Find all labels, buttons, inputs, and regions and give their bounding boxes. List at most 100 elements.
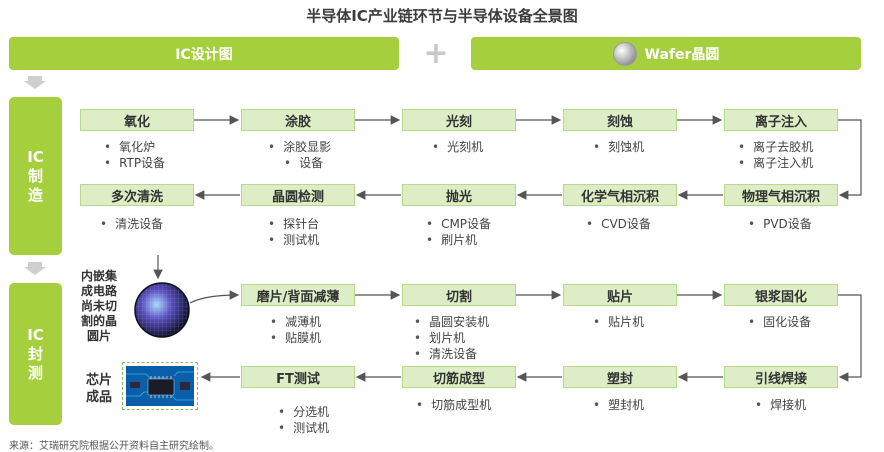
equipment-item: 测试机	[268, 232, 319, 248]
equipment-item: 贴片机	[593, 314, 644, 330]
step-wafer-test: 晶圆检测	[241, 184, 355, 206]
step-label: 离子注入	[754, 114, 807, 130]
step-label: 抛光	[445, 189, 472, 205]
step-curing: 银浆固化	[724, 284, 838, 306]
equipment-item: 刻蚀机	[593, 139, 644, 155]
step-label: 塑封	[606, 371, 633, 387]
step-cvd: 化学气相沉积	[563, 184, 677, 206]
step-label: 涂胶	[284, 114, 311, 130]
equipment-item: 晶圆安装机	[414, 314, 489, 330]
step-label: 多次清洗	[110, 189, 163, 205]
ic-design-bar: IC设计图	[9, 37, 399, 70]
equipment-item: 划片机	[414, 330, 489, 346]
wafer-bar: Wafer晶圆	[471, 37, 861, 70]
step-label: 物理气相沉积	[741, 189, 820, 205]
equipment-list: 晶圆安装机 划片机 清洗设备	[414, 314, 489, 362]
down-chevron-icon	[24, 76, 46, 89]
step-wire-bonding: 引线焊接	[724, 366, 838, 388]
equipment-item: 清洗设备	[414, 346, 489, 362]
step-cleaning: 多次清洗	[80, 184, 194, 206]
equipment-item: 涂胶显影	[268, 139, 331, 155]
step-label: 化学气相沉积	[580, 189, 659, 205]
equipment-item: 刷片机	[426, 232, 491, 248]
step-molding: 塑封	[563, 366, 677, 388]
equipment-item: PVD设备	[748, 216, 812, 232]
equipment-item: CMP设备	[426, 216, 491, 232]
equipment-item: 清洗设备	[100, 216, 163, 232]
sidebar-text: 造	[27, 185, 43, 204]
step-polishing: 抛光	[402, 184, 516, 206]
wafer-description: 内嵌集 成电路 尚未切 割的晶 圆片	[74, 269, 124, 344]
step-etching: 刻蚀	[563, 109, 677, 131]
chip-image	[126, 366, 194, 406]
step-label: 切筋成型	[432, 371, 485, 387]
equipment-item: 光刻机	[432, 139, 483, 155]
sidebar-ic-packaging: IC 封 测	[9, 283, 62, 425]
equipment-item: 贴膜机	[270, 330, 321, 346]
sidebar-text: IC	[27, 325, 44, 344]
equipment-list: 贴片机	[593, 314, 644, 330]
equipment-item: 减薄机	[270, 314, 321, 330]
wafer-desc-line: 内嵌集	[80, 269, 117, 283]
equipment-item: 离子去胶机	[738, 139, 813, 155]
equipment-item: 测试机	[278, 420, 329, 436]
step-ft-test: FT测试	[241, 366, 355, 388]
equipment-list: 涂胶显影 设备	[268, 139, 331, 171]
equipment-item: 分选机	[278, 404, 329, 420]
step-label: 引线焊接	[754, 371, 807, 387]
down-chevron-icon	[24, 262, 46, 275]
step-label: 晶圆检测	[271, 189, 324, 205]
equipment-item: CVD设备	[586, 216, 651, 232]
chip-frame	[122, 362, 198, 410]
wafer-desc-line: 圆片	[86, 329, 111, 343]
sidebar-text: 测	[27, 363, 43, 382]
equipment-list: 减薄机 贴膜机	[270, 314, 321, 346]
step-die-attach: 贴片	[563, 284, 677, 306]
equipment-list: PVD设备	[748, 216, 812, 232]
sidebar-text: 制	[27, 166, 43, 185]
equipment-list: 分选机 测试机	[278, 404, 329, 436]
equipment-item: 探针台	[268, 216, 319, 232]
wafer-desc-line: 成电路	[80, 284, 117, 298]
equipment-list: 固化设备	[748, 314, 811, 330]
chip-description: 芯片 成品	[76, 372, 122, 406]
equipment-item-text: 设备	[299, 156, 324, 170]
wafer-desc-line: 尚未切	[80, 299, 117, 313]
plus-icon: +	[423, 36, 449, 71]
equipment-item: 切筋成型机	[416, 397, 491, 413]
step-pvd: 物理气相沉积	[724, 184, 838, 206]
equipment-item: 焊接机	[755, 397, 806, 413]
wafer-disc-icon	[612, 41, 637, 66]
equipment-item: 离子注入机	[738, 155, 813, 171]
equipment-list: 刻蚀机	[593, 139, 644, 155]
ic-design-label: IC设计图	[175, 46, 233, 63]
step-label: 磨片/背面减薄	[256, 289, 340, 305]
equipment-item-cont: 设备	[268, 155, 331, 171]
chip-desc-line: 芯片	[85, 373, 112, 388]
equipment-list: CVD设备	[586, 216, 651, 232]
page-title: 半导体IC产业链环节与半导体设备全景图	[306, 7, 578, 25]
step-coating: 涂胶	[241, 109, 355, 131]
step-backgrinding: 磨片/背面减薄	[241, 284, 355, 306]
step-label: 切割	[445, 289, 472, 305]
equipment-item: RTP设备	[104, 155, 165, 171]
wafer-label: Wafer晶圆	[644, 46, 720, 63]
sidebar-text: IC	[27, 147, 44, 166]
sidebar-ic-manufacturing: IC 制 造	[9, 97, 62, 255]
equipment-item: 固化设备	[748, 314, 811, 330]
equipment-list: 探针台 测试机	[268, 216, 319, 248]
equipment-list: CMP设备 刷片机	[426, 216, 491, 248]
step-label: 刻蚀	[606, 114, 633, 130]
step-label: FT测试	[276, 371, 320, 387]
step-label: 氧化	[123, 114, 150, 130]
sidebar-text: 封	[27, 344, 43, 363]
step-label: 光刻	[445, 114, 472, 130]
equipment-list: 焊接机	[755, 397, 806, 413]
step-lithography: 光刻	[402, 109, 516, 131]
equipment-list: 切筋成型机	[416, 397, 491, 413]
equipment-list: 塑封机	[593, 397, 644, 413]
wafer-desc-line: 割的晶	[80, 314, 117, 328]
source-note: 来源：艾瑞研究院根据公开资料自主研究绘制。	[9, 441, 219, 452]
step-trim-form: 切筋成型	[402, 366, 516, 388]
